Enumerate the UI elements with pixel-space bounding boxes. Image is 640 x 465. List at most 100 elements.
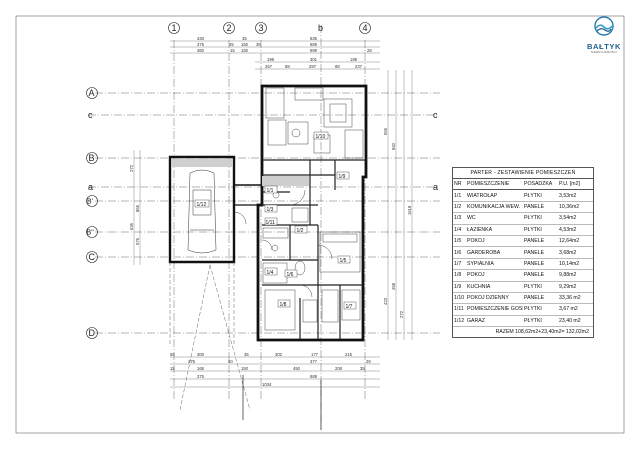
axis-label-B: B bbox=[89, 153, 95, 163]
section-label-c-right: c bbox=[433, 110, 438, 120]
dim-top-5d: 88 bbox=[335, 64, 340, 69]
wave-logo-icon bbox=[594, 16, 614, 36]
dim-bot-1a: 65 bbox=[170, 352, 175, 357]
dim-top-4c: 199 bbox=[350, 57, 358, 62]
company-logo: BAŁTYK NIERUCHOMOŚCI bbox=[580, 16, 628, 60]
column-header: NR bbox=[454, 181, 462, 188]
dim-top-5b: 88 bbox=[285, 64, 290, 69]
dim-top-5e: 237 bbox=[355, 64, 363, 69]
cell: SYPIALNIA bbox=[467, 260, 494, 267]
cell: 1/2 bbox=[454, 203, 462, 210]
dim-bot-2b: 90 bbox=[228, 359, 233, 364]
room-schedule-title: PARTER - ZESTAWIENIE POMIESZCZEŃ bbox=[453, 168, 593, 179]
section-label-a-right: a bbox=[433, 182, 438, 192]
cell: 1/7 bbox=[454, 260, 462, 267]
cell: 12,64m2 bbox=[559, 238, 580, 245]
room-label-1-10: 1/10 bbox=[316, 134, 326, 140]
cell: ŁAZIENKA bbox=[467, 226, 493, 233]
cell: WIATROŁAP bbox=[467, 192, 498, 199]
cell: KOMUNIKACJA WEW. bbox=[467, 203, 521, 210]
cell: 4,53m2 bbox=[559, 226, 577, 233]
dim-bot-2c: 377 bbox=[310, 359, 318, 364]
cell: PŁYTKI bbox=[524, 317, 542, 324]
dim-top-1c: 535 bbox=[310, 36, 318, 41]
dim-bot-1d: 302 bbox=[275, 352, 283, 357]
furniture bbox=[233, 87, 364, 331]
dim-bot-3d: 450 bbox=[293, 366, 301, 371]
cell: PŁYTKI bbox=[524, 306, 542, 313]
dim-top-3d: 699 bbox=[310, 48, 318, 53]
room-label-1-3: 1/3 bbox=[267, 207, 274, 213]
room-label-1-11: 1/11 bbox=[266, 220, 276, 226]
dim-bot-3e: 208 bbox=[335, 366, 343, 371]
cell: POMIESZCZENIE GOSP. bbox=[467, 306, 523, 313]
dim-top-2e: 689 bbox=[310, 42, 318, 47]
cell: 3,67 m2 bbox=[559, 306, 578, 313]
dim-top-3a: 360 bbox=[197, 48, 205, 53]
dim-right-4: 458 bbox=[391, 282, 396, 290]
dim-right-1: 555 bbox=[383, 127, 388, 135]
room-label-1-4: 1/4 bbox=[267, 270, 274, 276]
interior-walls bbox=[262, 159, 366, 340]
room-label-1-8: 1/8 bbox=[280, 302, 287, 308]
dim-top-2c: 150 bbox=[241, 42, 249, 47]
room-label-1-7: 1/7 bbox=[346, 304, 353, 310]
dim-bot-4a: 375 bbox=[197, 374, 205, 379]
table-row: 1/3 WC PŁYTKI 3,54m2 bbox=[453, 213, 593, 225]
axis-label-3: 3 bbox=[259, 23, 264, 33]
cell: 3,54m2 bbox=[559, 215, 577, 222]
cell: PANELE bbox=[524, 295, 545, 302]
axis-label-D: D bbox=[89, 328, 96, 338]
cell: KUCHNIA bbox=[467, 283, 491, 290]
dim-right-5: 423 bbox=[383, 297, 388, 305]
axis-label-B-prime: B' bbox=[87, 199, 93, 206]
cell: 3,53m2 bbox=[559, 192, 577, 199]
dim-bot-4b: 689 bbox=[310, 374, 318, 379]
dim-top-2d: 35 bbox=[256, 42, 261, 47]
cell: POKÓJ DZIENNY bbox=[467, 295, 509, 302]
cell: PANELE bbox=[524, 203, 545, 210]
room-label-1-2: 1/2 bbox=[297, 228, 304, 234]
logo-name: BAŁTYK bbox=[586, 42, 621, 51]
cell: GARAŻ bbox=[467, 317, 485, 324]
cell: PŁYTKI bbox=[524, 215, 542, 222]
column-header: POSADZKA bbox=[524, 181, 553, 188]
dim-top-3b: 15 bbox=[230, 48, 235, 53]
dim-top-2b: 45 bbox=[229, 42, 234, 47]
cell: PANELE bbox=[524, 238, 545, 245]
dim-bot-5a: 1034 bbox=[262, 382, 272, 387]
cell: 9,29m2 bbox=[559, 283, 577, 290]
dim-bot-1f: 215 bbox=[345, 352, 353, 357]
table-row: 1/5 POKÓJ PANELE 12,64m2 bbox=[453, 236, 593, 248]
cell: PŁYTKI bbox=[524, 283, 542, 290]
axis-label-4: 4 bbox=[363, 23, 368, 33]
dim-top-2a: 375 bbox=[197, 42, 205, 47]
dim-top-3e: 28 bbox=[367, 48, 372, 53]
cell: 1/12 bbox=[454, 317, 465, 324]
dim-top-3c: 150 bbox=[241, 48, 249, 53]
dim-bot-1b: 300 bbox=[197, 352, 205, 357]
dim-top-5a: 267 bbox=[265, 64, 273, 69]
logo-subtitle: NIERUCHOMOŚCI bbox=[590, 51, 618, 54]
cell: 1/5 bbox=[454, 238, 462, 245]
column-header: POMIESZCZENIE bbox=[467, 181, 510, 188]
cell: 1/6 bbox=[454, 249, 462, 256]
cell: 1/3 bbox=[454, 215, 462, 222]
dim-right-6: 272 bbox=[399, 310, 404, 318]
axis-label-c: c bbox=[88, 110, 93, 120]
axis-label-C: C bbox=[89, 252, 96, 262]
cell: 3,68m2 bbox=[559, 249, 577, 256]
cell: POKÓJ bbox=[467, 272, 485, 279]
cell: WC bbox=[467, 215, 476, 222]
room-schedule-table: PARTER - ZESTAWIENIE POMIESZCZEŃ NR POMI… bbox=[452, 167, 594, 339]
cell: 1/9 bbox=[454, 283, 462, 290]
cell: PANELE bbox=[524, 249, 545, 256]
dim-top-4a: 199 bbox=[267, 57, 275, 62]
cell: POKÓJ bbox=[467, 238, 485, 245]
